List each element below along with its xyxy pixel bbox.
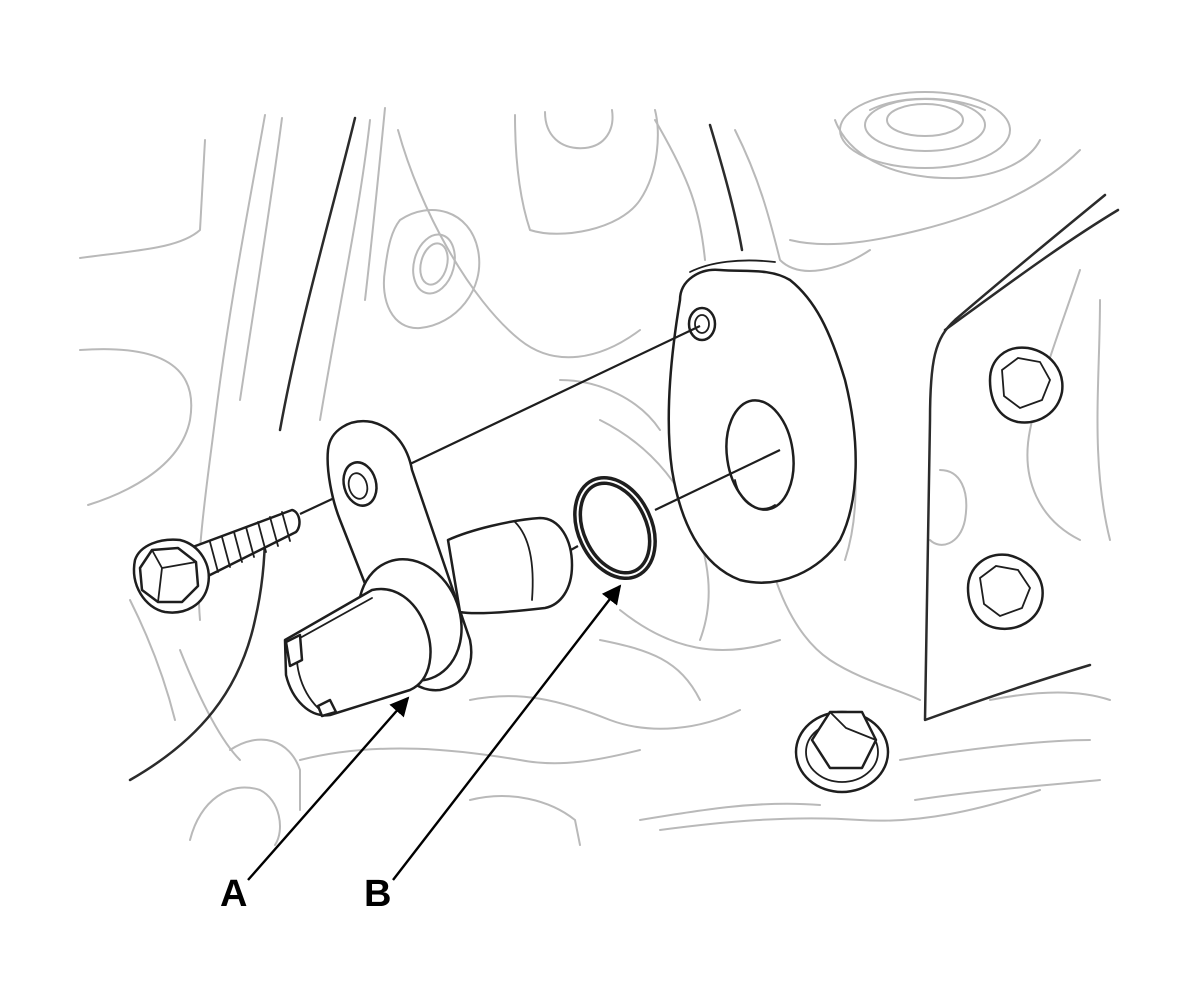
mounting-bolt: [132, 508, 301, 614]
sensor-part-a: [283, 420, 574, 718]
block-bolt-lower: [966, 553, 1044, 630]
engine-block-edges: [128, 116, 1120, 782]
mounting-boss: [667, 259, 857, 584]
callout-label-b: B: [364, 873, 392, 915]
block-flange-nut: [794, 710, 890, 794]
leader-line-b: [392, 584, 622, 881]
o-ring-part-b: [573, 475, 657, 581]
engine-block-background: [79, 91, 1111, 846]
callout-label-a: A: [220, 873, 248, 915]
leader-line-a: [247, 696, 410, 881]
block-bolt-upper: [988, 346, 1064, 424]
